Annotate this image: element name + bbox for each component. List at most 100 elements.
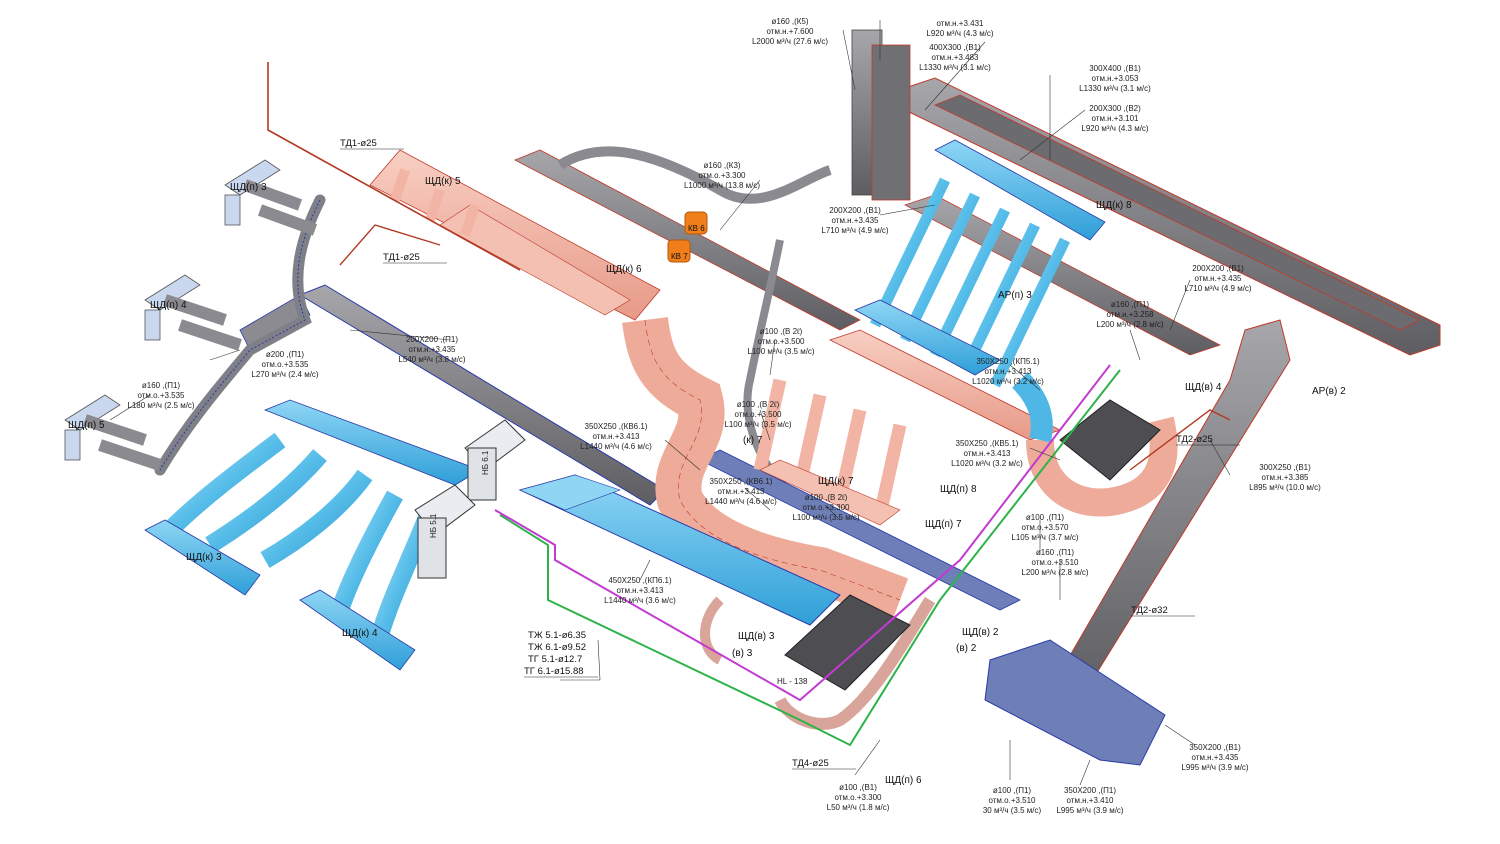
blue-main-duct-top (519, 474, 621, 511)
annotation-line: ø100 ,(В 2ℓ) (760, 327, 803, 336)
annotation-line: ø100 ,(П1) (993, 786, 1032, 795)
annotation-line: 350Х250 ,(КВ5.1) (956, 439, 1019, 448)
tag-shd-p3: ЩД(п) 3 (230, 182, 267, 193)
pipe-green (499, 369, 1121, 747)
annotation-line: 300Х400 ,(В1) (1089, 64, 1141, 73)
tag-shd-v4: ЩД(в) 4 (1185, 382, 1222, 393)
annotation-line: ø200 ,(П1) (266, 350, 305, 359)
pipe-label-refrig-3: ТГ 6.1-ø15.88 (524, 666, 584, 677)
annotation-line: L100 м³/ч (3.5 м/с) (792, 513, 860, 522)
blue-plenum-left-bottom (144, 519, 261, 596)
left-gray-nozzles (83, 179, 318, 471)
annotation-line: отм.о.+3.300 (802, 503, 850, 512)
pink-loop-right (1026, 416, 1178, 517)
tag-shd-k4: ЩД(к) 4 (342, 628, 378, 639)
annotation-line: отм.о.+3.300 (834, 793, 882, 802)
annotation-line: L1020 м³/ч (3.2 м/с) (951, 459, 1023, 468)
blue-plenum-top-right (934, 139, 1106, 241)
annotation-line: отм.н.+3.435 (409, 345, 457, 354)
tag-shd-p8: ЩД(п) 8 (940, 484, 977, 495)
pink-duct-top-left-2 (439, 204, 631, 316)
annotation-line: L1330 м³/ч (3.1 м/с) (1079, 84, 1151, 93)
annotation-line: отм.о.+3.535 (261, 360, 309, 369)
tag-shd-k6: ЩД(к) 6 (606, 264, 642, 275)
annotation-line: отм.н.+3.431 (937, 19, 985, 28)
pipe-label-refrig-2: ТГ 5.1-ø12.7 (528, 654, 582, 665)
pink-plenum-mid (759, 459, 901, 526)
annotation-line: L540 м³/ч (3.8 м/с) (398, 355, 466, 364)
pink-flex-bottom (774, 596, 936, 730)
annotation-line: отм.н.+7.600 (767, 27, 815, 36)
annotation-line: L995 м³/ч (3.9 м/с) (1056, 806, 1124, 815)
tag-ar-v2: АР(в) 2 (1312, 386, 1346, 397)
annotation-line: ø100 ,(В 2ℓ) (805, 493, 848, 502)
annotation-line: 350Х200 ,(П1) (1064, 786, 1116, 795)
duct-top-right-branch (903, 194, 1222, 356)
annotation-line: L50 м³/ч (1.8 м/с) (827, 803, 890, 812)
annotation-line: L710 м³/ч (4.9 м/с) (821, 226, 889, 235)
refrigerant-pipes (267, 62, 1231, 747)
annotation-line: L1020 м³/ч (3.2 м/с) (972, 377, 1044, 386)
annotation-line: L710 м³/ч (4.9 м/с) (1184, 284, 1252, 293)
tag-kv7: КВ 7 (671, 252, 688, 261)
tag-v2: (в) 2 (956, 643, 977, 654)
fan-coil-unit-right (1059, 399, 1161, 481)
blue-flex-left (163, 432, 439, 638)
annotation-line: L180 м³/ч (2.5 м/с) (127, 401, 195, 410)
tag-kv6: КВ 6 (688, 224, 705, 233)
blue-duct-network (144, 139, 1106, 671)
annotation-line: отм.н.+3.410 (1067, 796, 1115, 805)
riser-tall-2 (871, 44, 911, 201)
annotation-line: ø160 ,(П1) (142, 381, 181, 390)
annotation-line: 300Х250 ,(В1) (1259, 463, 1311, 472)
pipe-drain-red-mid (339, 224, 441, 266)
blue-branches-top-right (870, 177, 1070, 388)
annotation-line: 200Х200 ,(П1) (406, 335, 458, 344)
fan-kv7 (667, 239, 691, 263)
tag-shd-v2: ЩД(в) 2 (962, 627, 999, 638)
annotation-line: отм.о.+3.500 (734, 410, 782, 419)
annotation-line: L920 м³/ч (4.3 м/с) (1081, 124, 1149, 133)
annotation-line: отм.н.+3.435 (832, 216, 880, 225)
pipe-labels: ТД1-ø25 ТД1-ø25 ТД2-ø25 ТД2-ø32 ТД4-ø25 … (340, 138, 1240, 770)
tag-shd-k7: ЩД(к) 7 (818, 476, 854, 487)
annotation-line: отм.о.+3.570 (1021, 523, 1069, 532)
annotation-line: L2000 м³/ч (27.6 м/с) (752, 37, 828, 46)
pipe-drain-red-top (267, 62, 521, 271)
pipe-label-refrig-0: ТЖ 5.1-ø6.35 (528, 630, 586, 641)
pipe-magenta (494, 364, 1111, 702)
annotation-line: отм.о.+3.300 (698, 171, 746, 180)
annotation-line: L1000 м³/ч (13.8 м/с) (684, 181, 760, 190)
annotation-line: ø160 ,(П1) (1036, 548, 1075, 557)
tag-hl: HL - 138 (777, 677, 808, 686)
annotation-line: отм.о.+3.510 (988, 796, 1036, 805)
annotation-line: L100 м³/ч (3.5 м/с) (724, 420, 792, 429)
pipe-label-td4: ТД4-ø25 (792, 758, 829, 769)
tag-shd-k8: ЩД(к) 8 (1096, 200, 1132, 211)
pipe-label-td1-mid: ТД1-ø25 (383, 252, 420, 263)
annotation-line: L270 м³/ч (2.4 м/с) (251, 370, 319, 379)
annotation-line: L995 м³/ч (3.9 м/с) (1181, 763, 1249, 772)
tag-nb5: НБ 5.1 (429, 513, 438, 538)
annotation-line: отм.н.+3.435 (1195, 274, 1243, 283)
tag-shd-k3: ЩД(к) 3 (186, 552, 222, 563)
annotation-line: L200 м³/ч (2.8 м/с) (1096, 320, 1164, 329)
annotation-line: ø160 ,(К5) (771, 17, 808, 26)
duct-bottom-right (984, 639, 1166, 766)
annotation-line: отм.н.+3.413 (593, 432, 641, 441)
annotation-line: отм.н.+3.053 (1092, 74, 1140, 83)
